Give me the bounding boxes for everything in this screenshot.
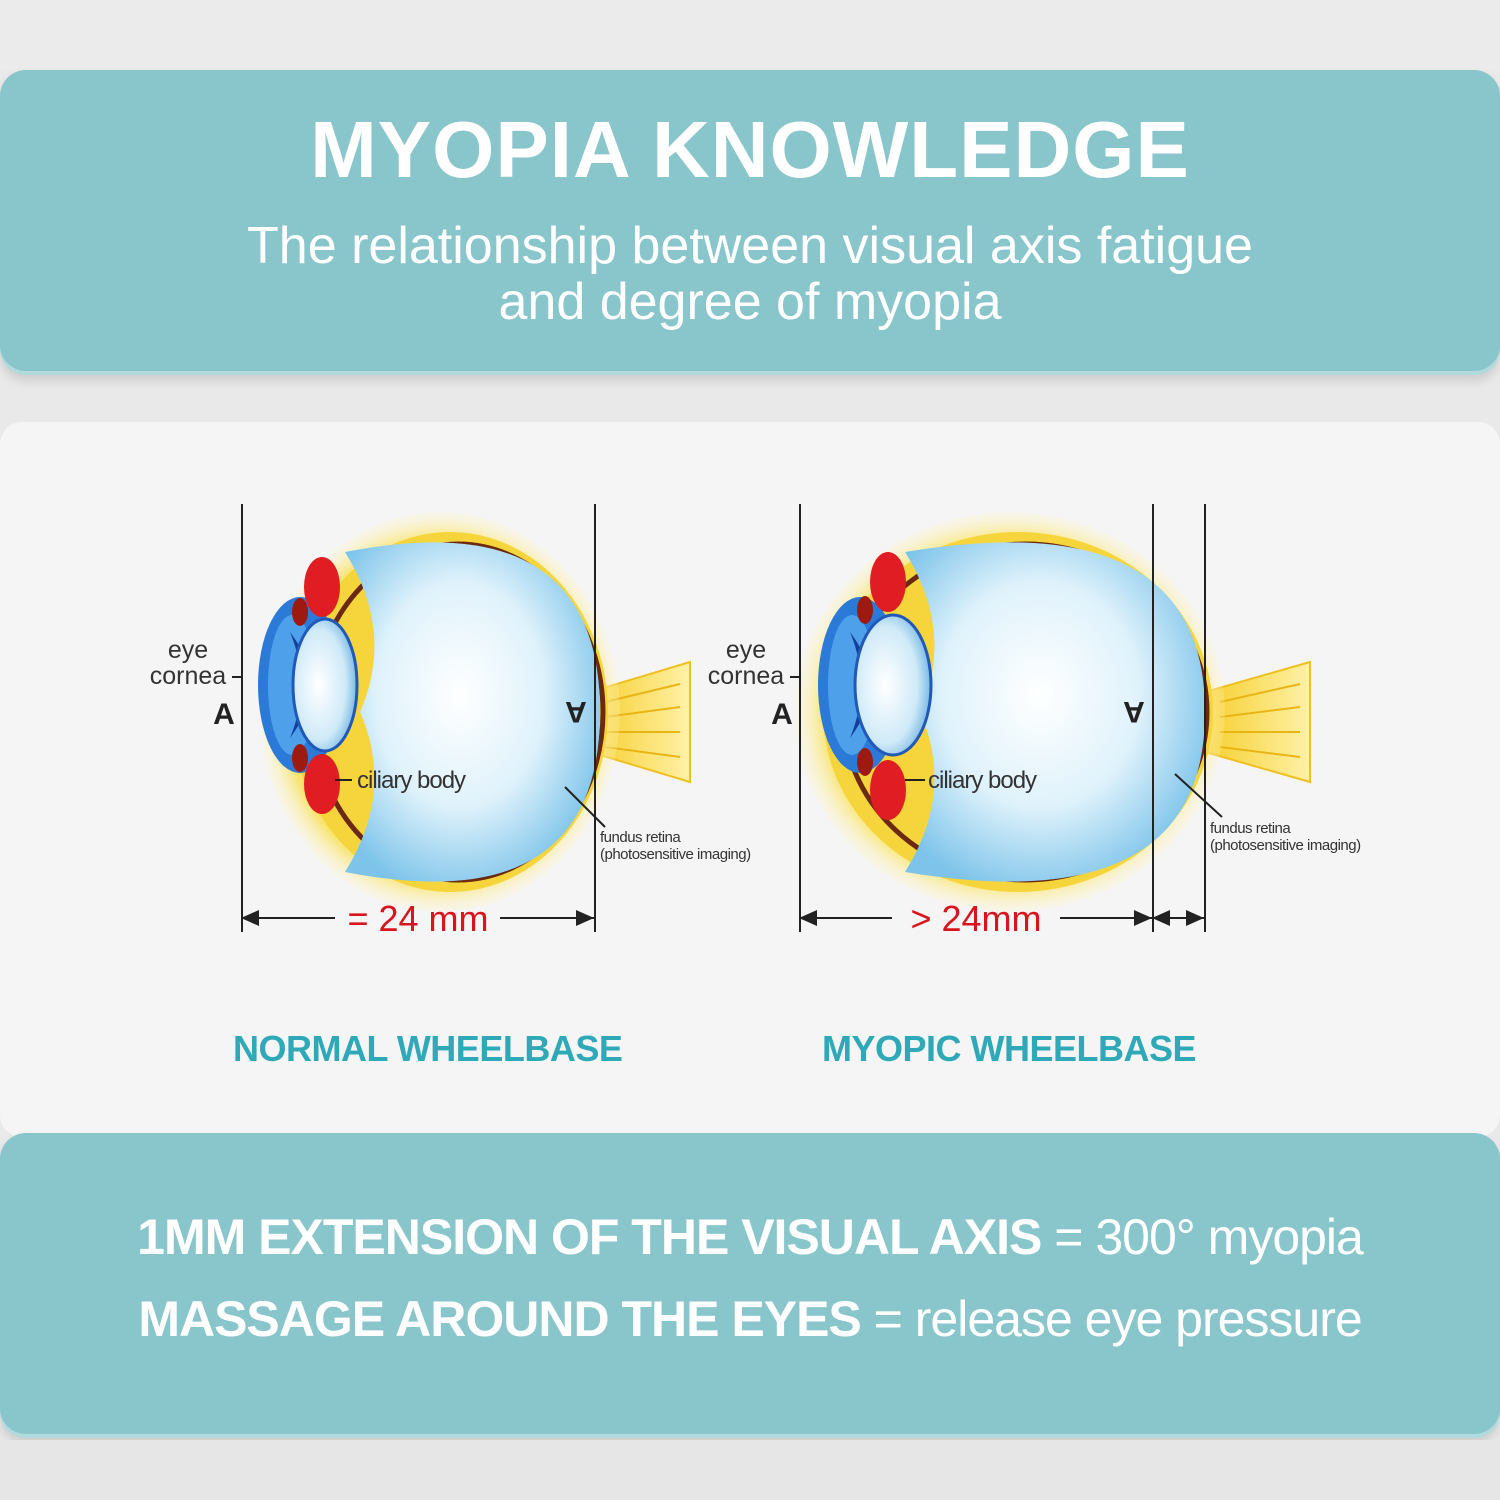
normal-wheelbase-caption: NORMAL WHEELBASE bbox=[233, 1028, 623, 1069]
myopic-marker-front: A bbox=[771, 698, 793, 731]
subtitle-line-2: and degree of myopia bbox=[498, 273, 1002, 331]
footer-line-2-strong: MASSAGE AROUND THE EYES bbox=[138, 1291, 861, 1347]
normal-eye-axis-lines bbox=[232, 504, 606, 932]
normal-marker-front: A bbox=[213, 698, 235, 731]
myopic-marker-back: A bbox=[1123, 695, 1145, 728]
myopic-eye-illustration bbox=[795, 512, 1311, 912]
normal-eye-illustration bbox=[258, 512, 691, 912]
myopic-retina-label-line2: (photosensitive imaging) bbox=[1210, 837, 1361, 854]
myopic-cornea-label-line2: cornea bbox=[708, 662, 785, 690]
footer-line-1: 1MM EXTENSION OF THE VISUAL AXIS = 300° … bbox=[0, 1208, 1500, 1266]
normal-marker-back: A bbox=[565, 695, 587, 728]
diagram-panel bbox=[0, 422, 1500, 1137]
footer-line-1-rest: = 300° myopia bbox=[1041, 1209, 1364, 1265]
eye-diagrams: eye cornea A A ciliary body fundus retin… bbox=[150, 504, 1362, 939]
normal-cornea-label-line1: eye bbox=[168, 636, 208, 664]
normal-ciliary-label: ciliary body bbox=[357, 767, 466, 794]
normal-cornea-label-line2: cornea bbox=[150, 662, 227, 690]
myopic-measurement: > 24mm bbox=[910, 898, 1041, 939]
footer-line-1-strong: 1MM EXTENSION OF THE VISUAL AXIS bbox=[137, 1209, 1042, 1265]
subtitle-line-1: The relationship between visual axis fat… bbox=[247, 217, 1253, 275]
page-bottom-background bbox=[0, 1440, 1500, 1500]
footer-line-2: MASSAGE AROUND THE EYES = release eye pr… bbox=[0, 1290, 1500, 1348]
footer-banner bbox=[0, 1133, 1500, 1438]
page-title: MYOPIA KNOWLEDGE bbox=[310, 105, 1190, 194]
header-banner bbox=[0, 70, 1500, 375]
myopic-cornea-label-line1: eye bbox=[726, 636, 766, 664]
normal-retina-label-line2: (photosensitive imaging) bbox=[600, 846, 751, 863]
footer-line-2-rest: = release eye pressure bbox=[860, 1291, 1363, 1347]
page-top-background bbox=[0, 0, 1500, 70]
myopic-ciliary-label: ciliary body bbox=[928, 767, 1037, 794]
normal-retina-label-line1: fundus retina bbox=[600, 829, 681, 846]
myopic-retina-label-line1: fundus retina bbox=[1210, 820, 1291, 837]
myopic-wheelbase-caption: MYOPIC WHEELBASE bbox=[822, 1028, 1197, 1069]
myopic-eye-axis-lines bbox=[790, 504, 1223, 932]
page-subtitle: The relationship between visual axis fat… bbox=[150, 218, 1350, 330]
normal-measurement: = 24 mm bbox=[347, 898, 488, 939]
